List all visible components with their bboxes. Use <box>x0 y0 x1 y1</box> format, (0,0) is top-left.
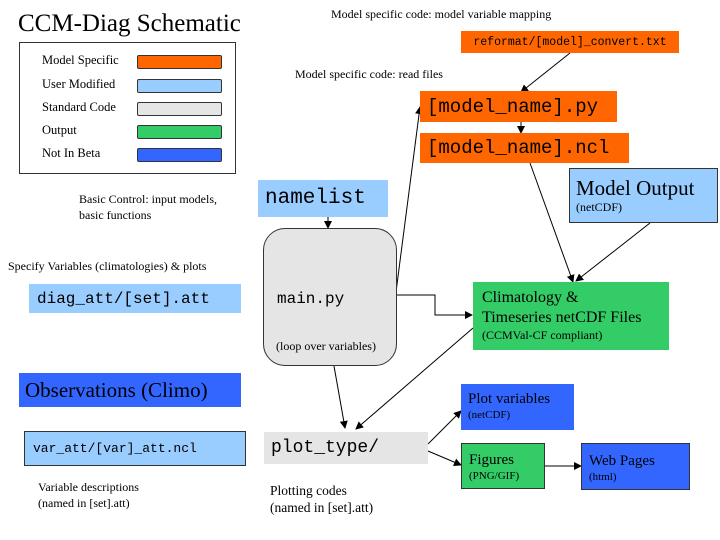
note-basic-control-line1: Basic Control: input models, <box>79 192 217 206</box>
node-plot-variables: Plot variables (netCDF) <box>461 384 574 430</box>
arrow-plot-type-to-figures <box>427 450 462 466</box>
note-plotting-codes-line2: (named in [set].att) <box>270 500 374 515</box>
legend-label-model-specific: Model Specific <box>42 53 119 67</box>
node-climatology-line2: Timeseries netCDF Files <box>482 309 642 326</box>
node-main-py-sub: (loop over variables) <box>276 339 376 353</box>
node-diag-att: diag_att/[set].att <box>29 284 241 313</box>
node-figures-sub: (PNG/GIF) <box>469 470 520 482</box>
node-climatology-line1: Climatology & <box>482 289 579 306</box>
note-plotting-codes-line1: Plotting codes <box>270 483 347 498</box>
node-model-output: Model Output (netCDF) <box>569 168 718 223</box>
note-read-files: Model specific code: read files <box>295 67 443 81</box>
node-main-py-label: main.py <box>277 290 345 308</box>
node-var-att-label: var_att/[var]_att.ncl <box>33 441 197 456</box>
node-model-output-sub: (netCDF) <box>576 200 622 214</box>
legend-swatch-output <box>137 125 222 139</box>
diagram-title: CCM-Diag Schematic <box>18 10 241 37</box>
node-figures-label: Figures <box>469 452 514 468</box>
node-web-pages: Web Pages (html) <box>581 443 690 490</box>
node-plot-type-label: plot_type/ <box>271 438 380 458</box>
node-diag-att-label: diag_att/[set].att <box>37 289 210 308</box>
note-specify-variables: Specify Variables (climatologies) & plot… <box>8 259 207 273</box>
legend-label-user-modified: User Modified <box>42 77 116 91</box>
node-namelist: namelist <box>258 180 388 217</box>
note-variable-descriptions-line1: Variable descriptions <box>38 480 139 494</box>
node-main-py: main.py (loop over variables) <box>263 228 397 366</box>
node-observations: Observations (Climo) <box>19 373 241 407</box>
note-basic-control-line2: basic functions <box>79 208 152 222</box>
node-observations-label: Observations (Climo) <box>25 377 208 402</box>
node-climatology-files: Climatology & Timeseries netCDF Files (C… <box>473 282 669 350</box>
arrow-plot-type-to-plot-vars <box>427 410 462 445</box>
node-plot-variables-label: Plot variables <box>468 391 551 407</box>
arrow-ncl-to-climatology <box>529 162 575 283</box>
node-model-output-label: Model Output <box>576 176 695 200</box>
arrow-main-to-climatology <box>396 294 473 319</box>
arrow-main-to-model-py <box>395 106 424 293</box>
arrow-main-to-plot-type <box>333 365 348 429</box>
node-model-name-py-label: [model_name].py <box>427 95 599 118</box>
node-model-name-ncl-label: [model_name].ncl <box>427 137 610 159</box>
legend: Model Specific User Modified Standard Co… <box>19 42 236 174</box>
node-reformat-convert-label: reformat/[model]_convert.txt <box>473 35 667 49</box>
legend-swatch-model-specific <box>137 55 222 69</box>
node-namelist-label: namelist <box>265 187 366 210</box>
node-web-pages-sub: (html) <box>589 471 617 483</box>
legend-label-not-in-beta: Not In Beta <box>42 146 101 160</box>
node-figures: Figures (PNG/GIF) <box>461 443 545 489</box>
legend-swatch-standard-code <box>137 102 222 116</box>
node-model-name-py: [model_name].py <box>420 91 617 122</box>
arrow-reformat-to-model-py <box>520 52 571 93</box>
node-climatology-sub: (CCMVal-CF compliant) <box>482 328 603 342</box>
node-plot-type: plot_type/ <box>264 432 428 464</box>
legend-swatch-not-in-beta <box>137 148 222 162</box>
node-plot-variables-sub: (netCDF) <box>468 409 511 421</box>
node-var-att: var_att/[var]_att.ncl <box>24 431 246 466</box>
legend-swatch-user-modified <box>137 79 222 93</box>
node-reformat-convert: reformat/[model]_convert.txt <box>461 31 679 53</box>
arrow-model-output-to-climatology <box>575 222 651 282</box>
node-model-name-ncl: [model_name].ncl <box>420 133 629 163</box>
note-model-variable-mapping: Model specific code: model variable mapp… <box>331 7 552 21</box>
legend-label-standard-code: Standard Code <box>42 100 116 114</box>
note-variable-descriptions-line2: (named in [set].att) <box>38 496 130 510</box>
node-web-pages-label: Web Pages <box>589 453 655 469</box>
legend-label-output: Output <box>42 123 77 137</box>
